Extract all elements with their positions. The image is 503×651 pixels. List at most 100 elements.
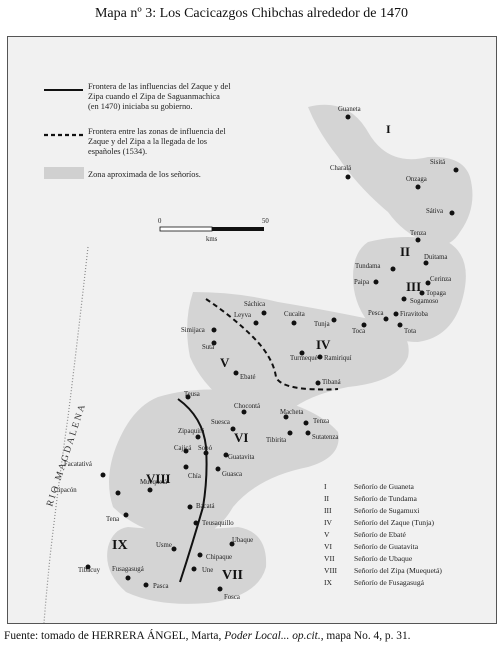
svg-text:Fosca: Fosca <box>224 594 240 601</box>
svg-text:Cucaita: Cucaita <box>284 311 305 318</box>
svg-text:Usme: Usme <box>156 542 172 549</box>
key-num-3: III <box>324 506 332 515</box>
svg-text:Turmequé: Turmequé <box>290 355 318 362</box>
svg-text:Ramiriquí: Ramiriquí <box>324 355 352 362</box>
svg-text:Chía: Chía <box>188 473 201 480</box>
place-teusa: Teusa <box>184 391 200 400</box>
zone-guatavita-zipa <box>109 389 339 538</box>
numeral-viii: VIII <box>146 471 171 486</box>
key-label-8: Señorío del Zipa (Muequetá) <box>354 566 442 575</box>
svg-text:Charalá: Charalá <box>330 165 351 172</box>
place-tibana: Tibaná <box>315 379 341 386</box>
place-pesca: Pesca <box>368 310 389 322</box>
zone-north <box>308 104 473 246</box>
zone-tundama-sugamuxi <box>353 237 466 342</box>
legend-solid-label-2: Zipa cuando el Zipa de Saguanmachica <box>88 92 220 101</box>
scale-bar-white <box>159 226 213 232</box>
place-ebate: Ebaté <box>233 370 255 381</box>
svg-text:Muequetá: Muequetá <box>140 479 167 486</box>
svg-text:Guasca: Guasca <box>222 471 242 478</box>
place-sopo: Sopó <box>198 445 213 456</box>
place-chia: Chía <box>183 464 201 480</box>
key-num-6: VI <box>324 542 332 551</box>
place-tundama: Tundama <box>355 263 396 272</box>
key-label-5: Señorío de Ebaté <box>354 530 407 539</box>
key-label-1: Señorío de Guaneta <box>354 482 415 491</box>
place-facatativa: Facatativá <box>64 461 106 478</box>
scale-bar: 0 50 kms <box>158 218 269 243</box>
place-usme: Usme <box>156 542 177 552</box>
place-sachica: Sáchica <box>244 301 267 316</box>
svg-text:Sogamoso: Sogamoso <box>410 298 439 305</box>
svg-text:Teusa: Teusa <box>184 391 200 398</box>
svg-text:Tenza: Tenza <box>313 418 329 425</box>
svg-text:Tota: Tota <box>404 328 416 335</box>
place-tenza: Tenza <box>303 418 329 426</box>
source-caption: Fuente: tomado de HERRERA ÁNGEL, Marta, … <box>4 630 503 642</box>
svg-text:Suta: Suta <box>202 344 214 351</box>
place-toca: Toca <box>352 322 367 335</box>
place-suta: Suta <box>202 340 217 351</box>
place-cipacon: Cipacón <box>54 487 121 496</box>
svg-text:Cipacón: Cipacón <box>54 487 77 494</box>
place-guasca: Guasca <box>215 466 242 478</box>
place-macheta: Macheta <box>280 409 303 420</box>
place-cucaita: Cucaita <box>284 311 305 326</box>
place-tenza-n: Tenza <box>410 230 426 243</box>
place-topaga: Topaga <box>419 290 446 297</box>
svg-text:Suesca: Suesca <box>211 419 230 426</box>
svg-text:Macheta: Macheta <box>280 409 303 416</box>
key-num-7: VII <box>324 554 335 563</box>
place-simijaca: Simijaca <box>181 327 217 334</box>
place-guaneta: Guaneta <box>338 106 361 120</box>
place-tibirita: Tibirita <box>266 430 293 444</box>
svg-text:Cajicá: Cajicá <box>174 445 191 452</box>
svg-text:Tena: Tena <box>106 516 119 523</box>
legend-dashed-label-2: Zaque y del Zipa a la llegada de los <box>88 137 207 146</box>
svg-text:Sutatenza: Sutatenza <box>312 434 338 441</box>
key-label-2: Señorío de Tundama <box>354 494 417 503</box>
place-pasca: Pasca <box>143 582 168 590</box>
svg-text:Fusagasugá: Fusagasugá <box>112 566 144 573</box>
place-sisita: Sisitá <box>430 159 459 173</box>
svg-text:Guaneta: Guaneta <box>338 106 361 113</box>
place-suesca: Suesca <box>211 419 236 432</box>
place-cerinza: Cerinza <box>425 276 451 286</box>
place-muequeta: Muequetá <box>140 479 167 493</box>
numeral-vii: VII <box>222 568 243 583</box>
place-teusaquillo: Teusaquillo <box>193 520 234 527</box>
svg-text:Onzaga: Onzaga <box>406 176 427 183</box>
svg-text:Tenza: Tenza <box>410 230 426 237</box>
numeral-ix: IX <box>112 538 128 553</box>
svg-text:Pesca: Pesca <box>368 310 383 317</box>
key-num-4: IV <box>324 518 333 527</box>
legend-dashed-label-1: Frontera entre las zonas de influencia d… <box>88 127 226 136</box>
place-cajica: Cajicá <box>174 445 191 454</box>
svg-text:Guatavita: Guatavita <box>228 454 254 461</box>
legend-zone-label: Zona aproximada de los señoríos. <box>88 170 201 179</box>
place-sogamoso: Sogamoso <box>401 296 439 305</box>
svg-text:Toca: Toca <box>352 328 365 335</box>
svg-text:Leyva: Leyva <box>234 312 251 319</box>
place-fusagasuga: Fusagasugá <box>112 566 144 581</box>
svg-text:Chipaque: Chipaque <box>206 554 232 561</box>
place-paipa: Paipa <box>354 279 379 286</box>
svg-text:Pasca: Pasca <box>153 583 168 590</box>
zone-tunja-ebate <box>187 292 409 420</box>
svg-text:Tibacuy: Tibacuy <box>78 567 101 574</box>
svg-text:Zipaquirá: Zipaquirá <box>178 428 204 435</box>
scale-max: 50 <box>262 218 269 225</box>
source-italic: Poder Local... op.cit. <box>224 630 321 642</box>
source-prefix: Fuente: tomado de HERRERA ÁNGEL, Marta, <box>4 630 225 642</box>
svg-text:Duitama: Duitama <box>424 254 447 261</box>
place-leyva: Leyva <box>234 312 259 326</box>
legend-zone-swatch <box>44 167 84 179</box>
svg-text:Firavitoba: Firavitoba <box>400 311 428 318</box>
legend-solid-label-1: Frontera de las influencias del Zaque y … <box>88 82 231 91</box>
svg-text:Sátiva: Sátiva <box>426 208 443 215</box>
key-num-2: II <box>324 494 330 503</box>
map-title: Mapa nº 3: Los Cacicazgos Chibchas alred… <box>94 6 409 21</box>
place-sutatenza: Sutatenza <box>305 430 338 441</box>
place-choconta: Chocontá <box>234 403 260 415</box>
place-guatavita: Guatavita <box>223 452 254 461</box>
